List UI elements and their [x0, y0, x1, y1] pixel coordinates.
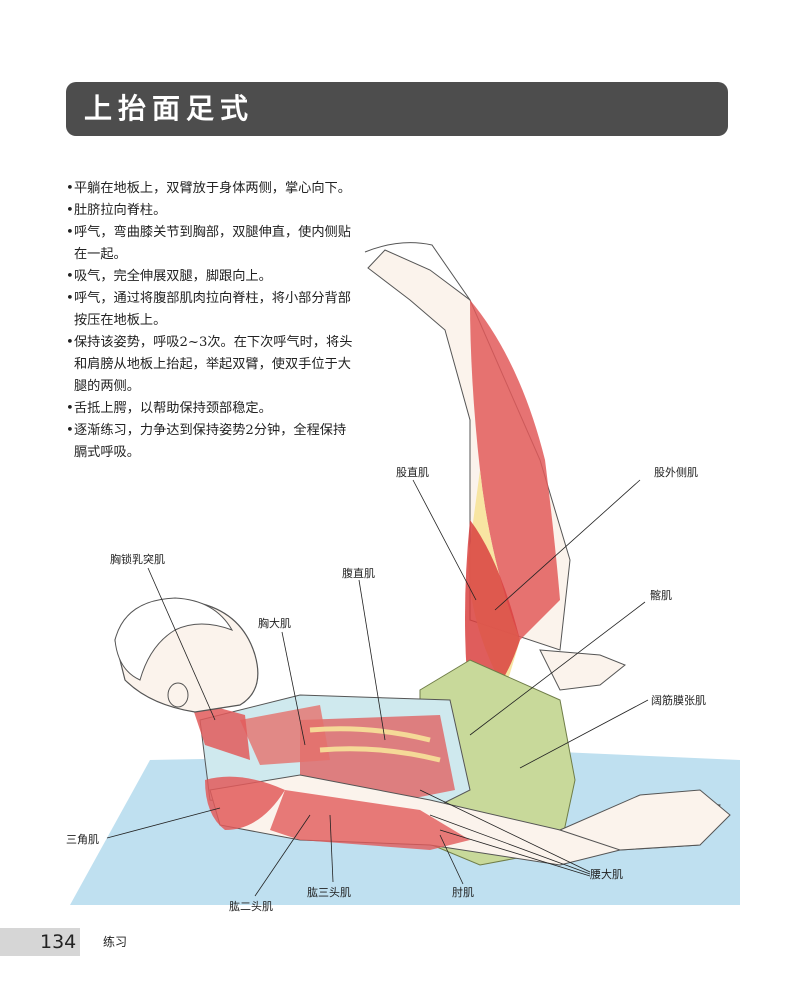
- hair: [114, 597, 234, 681]
- instruction-list: 平躺在地板上，双臂放于身体两侧，掌心向下。 肚脐拉向脊柱。 呼气，弯曲膝关节到胸…: [66, 178, 356, 464]
- title-banner: 上抬面足式: [66, 82, 728, 136]
- label-triceps: 肱三头肌: [307, 886, 351, 899]
- leg-muscle-red: [470, 300, 560, 640]
- instruction-step: 保持该姿势，呼吸2~3次。在下次呼气时，将头和肩膀从地板上抬起，举起双臂，使双手…: [66, 332, 356, 398]
- instruction-step: 平躺在地板上，双臂放于身体两侧，掌心向下。: [66, 178, 356, 200]
- section-name: 练习: [103, 935, 128, 949]
- page-number-box: [0, 928, 80, 956]
- label-biceps: 肱二头肌: [229, 900, 273, 913]
- label-psoas-major: 腰大肌: [590, 868, 623, 881]
- ear: [167, 682, 189, 708]
- neck-muscle: [190, 700, 250, 760]
- label-rectus-abdominis: 腹直肌: [342, 567, 375, 580]
- instruction-step: 呼气，弯曲膝关节到胸部，双腿伸直，使内侧贴在一起。: [66, 222, 356, 266]
- instruction-step: 吸气，完全伸展双腿，脚跟向上。: [66, 266, 356, 288]
- page-title: 上抬面足式: [84, 92, 255, 125]
- instruction-step: 肚脐拉向脊柱。: [66, 200, 356, 222]
- chest-muscle: [240, 705, 330, 765]
- label-pectoralis-major: 胸大肌: [258, 617, 291, 630]
- label-vastus-lateralis: 股外侧肌: [654, 466, 698, 479]
- page-number: 134: [40, 931, 77, 953]
- leader-lines: [106, 479, 649, 897]
- tendon-lines: [309, 726, 441, 763]
- thigh-muscle: [465, 520, 520, 710]
- label-sternocleidomastoid: 胸锁乳突肌: [110, 553, 165, 566]
- label-deltoid: 三角肌: [66, 833, 99, 846]
- hand-left: [558, 789, 731, 851]
- label-iliacus: 髂肌: [650, 589, 672, 602]
- hand-right: [539, 649, 626, 691]
- label-rectus-femoris: 股直肌: [396, 466, 429, 479]
- label-tensor-fasciae-latae: 阔筋膜张肌: [651, 694, 706, 707]
- arm-muscles: [270, 790, 470, 850]
- instruction-step: 呼气，通过将腹部肌肉拉向脊柱，将小部分背部按压在地板上。: [66, 288, 356, 332]
- instruction-step: 舌抵上腭，以帮助保持颈部稳定。: [66, 398, 356, 420]
- deltoid-muscle: [205, 776, 285, 830]
- foot-outline: [364, 242, 471, 301]
- label-anconeus: 肘肌: [452, 886, 474, 899]
- instruction-step: 逐渐练习，力争达到保持姿势2分钟，全程保持膈式呼吸。: [66, 420, 356, 464]
